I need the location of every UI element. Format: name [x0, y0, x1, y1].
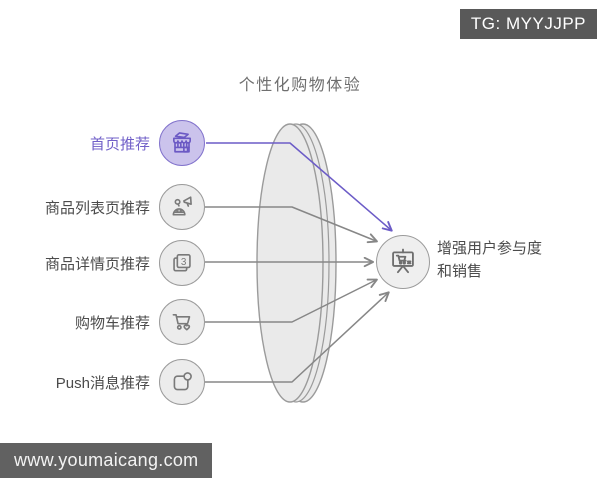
result-label: 增强用户参与度 和销售 [437, 240, 543, 280]
item-label: 首页推荐 [89, 135, 150, 153]
robot-megaphone-icon [159, 184, 205, 230]
notification-icon [159, 359, 205, 405]
item-label: 商品详情页推荐 [44, 255, 150, 273]
tg-badge: TG: MYYJJPP [459, 9, 597, 39]
storefront-icon [159, 120, 205, 166]
item-label: 商品列表页推荐 [44, 199, 150, 217]
funnel-lens [256, 123, 337, 403]
cart-heart-icon [159, 299, 205, 345]
stacked-pages-icon: 3 [159, 240, 205, 286]
item-detail-page: 商品详情页推荐 3 [34, 240, 205, 286]
connector-push [205, 291, 390, 383]
presentation-cart-icon [376, 235, 430, 289]
page-count-label: 3 [181, 257, 187, 268]
watermark: www.youmaicang.com [0, 443, 213, 478]
connector-homepage [206, 142, 393, 232]
connector-list-page [205, 206, 378, 244]
item-label: Push消息推荐 [55, 374, 150, 392]
item-label: 购物车推荐 [74, 314, 150, 332]
connector-cart [205, 278, 378, 323]
item-list-page: 商品列表页推荐 [34, 184, 205, 230]
page-title: 个性化购物体验 [238, 77, 362, 94]
item-push: Push消息推荐 [34, 359, 205, 405]
item-cart: 购物车推荐 [34, 299, 205, 345]
item-homepage: 首页推荐 [34, 120, 205, 166]
